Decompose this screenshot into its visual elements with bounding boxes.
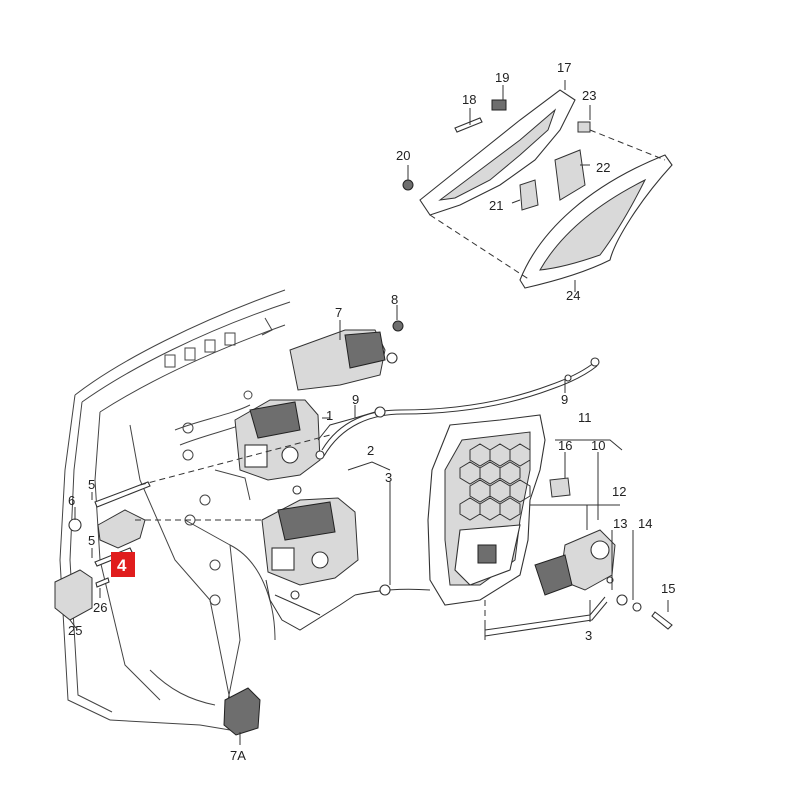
callout-10: 10	[591, 438, 605, 453]
callout-5-lower: 5	[88, 533, 95, 548]
switch-7A	[223, 687, 261, 736]
bolt-20	[402, 179, 414, 191]
callout-19: 19	[495, 70, 509, 85]
highlight-callout-4: 4	[111, 552, 135, 577]
callout-2: 2	[367, 443, 374, 458]
leader-lines	[69, 80, 669, 745]
regulator-frame	[427, 414, 546, 606]
callout-5-upper: 5	[88, 477, 95, 492]
striker-25	[54, 569, 93, 621]
callout-17: 17	[557, 60, 571, 75]
screw-26	[95, 577, 110, 588]
lock-cover	[289, 329, 398, 391]
connector-19	[491, 99, 507, 111]
callout-24: 24	[566, 288, 580, 303]
callout-12: 12	[612, 484, 626, 499]
highlight-box	[111, 552, 135, 577]
cap-22	[554, 149, 586, 201]
callout-22: 22	[596, 160, 610, 175]
callout-11: 11	[578, 410, 592, 425]
callout-9-left: 9	[352, 392, 359, 407]
bowden-cable-9	[321, 357, 600, 457]
callout-7A: 7A	[230, 748, 246, 763]
callout-25: 25	[68, 623, 82, 638]
callout-23: 23	[582, 88, 596, 103]
callout-4: 4	[117, 556, 127, 575]
callout-20: 20	[396, 148, 410, 163]
washer-14	[632, 602, 642, 612]
callout-7: 7	[335, 305, 342, 320]
bolt-15	[651, 611, 673, 630]
door-lock-lower	[261, 497, 359, 631]
bolt-5-upper	[94, 481, 151, 508]
callout-18: 18	[462, 92, 476, 107]
callout-13: 13	[613, 516, 627, 531]
striker-bracket-4	[97, 509, 146, 549]
callout-9-right: 9	[561, 392, 568, 407]
bolt-8	[392, 320, 404, 332]
callout-14: 14	[638, 516, 652, 531]
door-shell	[59, 289, 291, 731]
callout-21: 21	[489, 198, 503, 213]
window-motor	[534, 529, 616, 596]
callout-26: 26	[93, 600, 107, 615]
washer-6	[68, 518, 82, 532]
clip-23	[577, 121, 591, 133]
grommet-13	[616, 594, 628, 606]
bracket-18	[454, 117, 483, 133]
assembly-lines	[135, 129, 666, 635]
callout-3-lower: 3	[585, 628, 592, 643]
clip-16	[549, 477, 571, 498]
callout-1: 1	[326, 408, 333, 423]
callout-6: 6	[68, 493, 75, 508]
handle-24	[519, 154, 673, 289]
callout-15: 15	[661, 581, 675, 596]
callout-8: 8	[391, 292, 398, 307]
callout-labels: 1 2 3 3 5 5 6 7 7A 8 9 9 10 11 12 13 14 …	[68, 60, 675, 763]
callout-3-upper: 3	[385, 470, 392, 485]
door-lock-upper	[234, 399, 376, 495]
callout-16: 16	[558, 438, 572, 453]
handle-carrier-17	[419, 89, 576, 216]
seal-21	[519, 179, 539, 211]
